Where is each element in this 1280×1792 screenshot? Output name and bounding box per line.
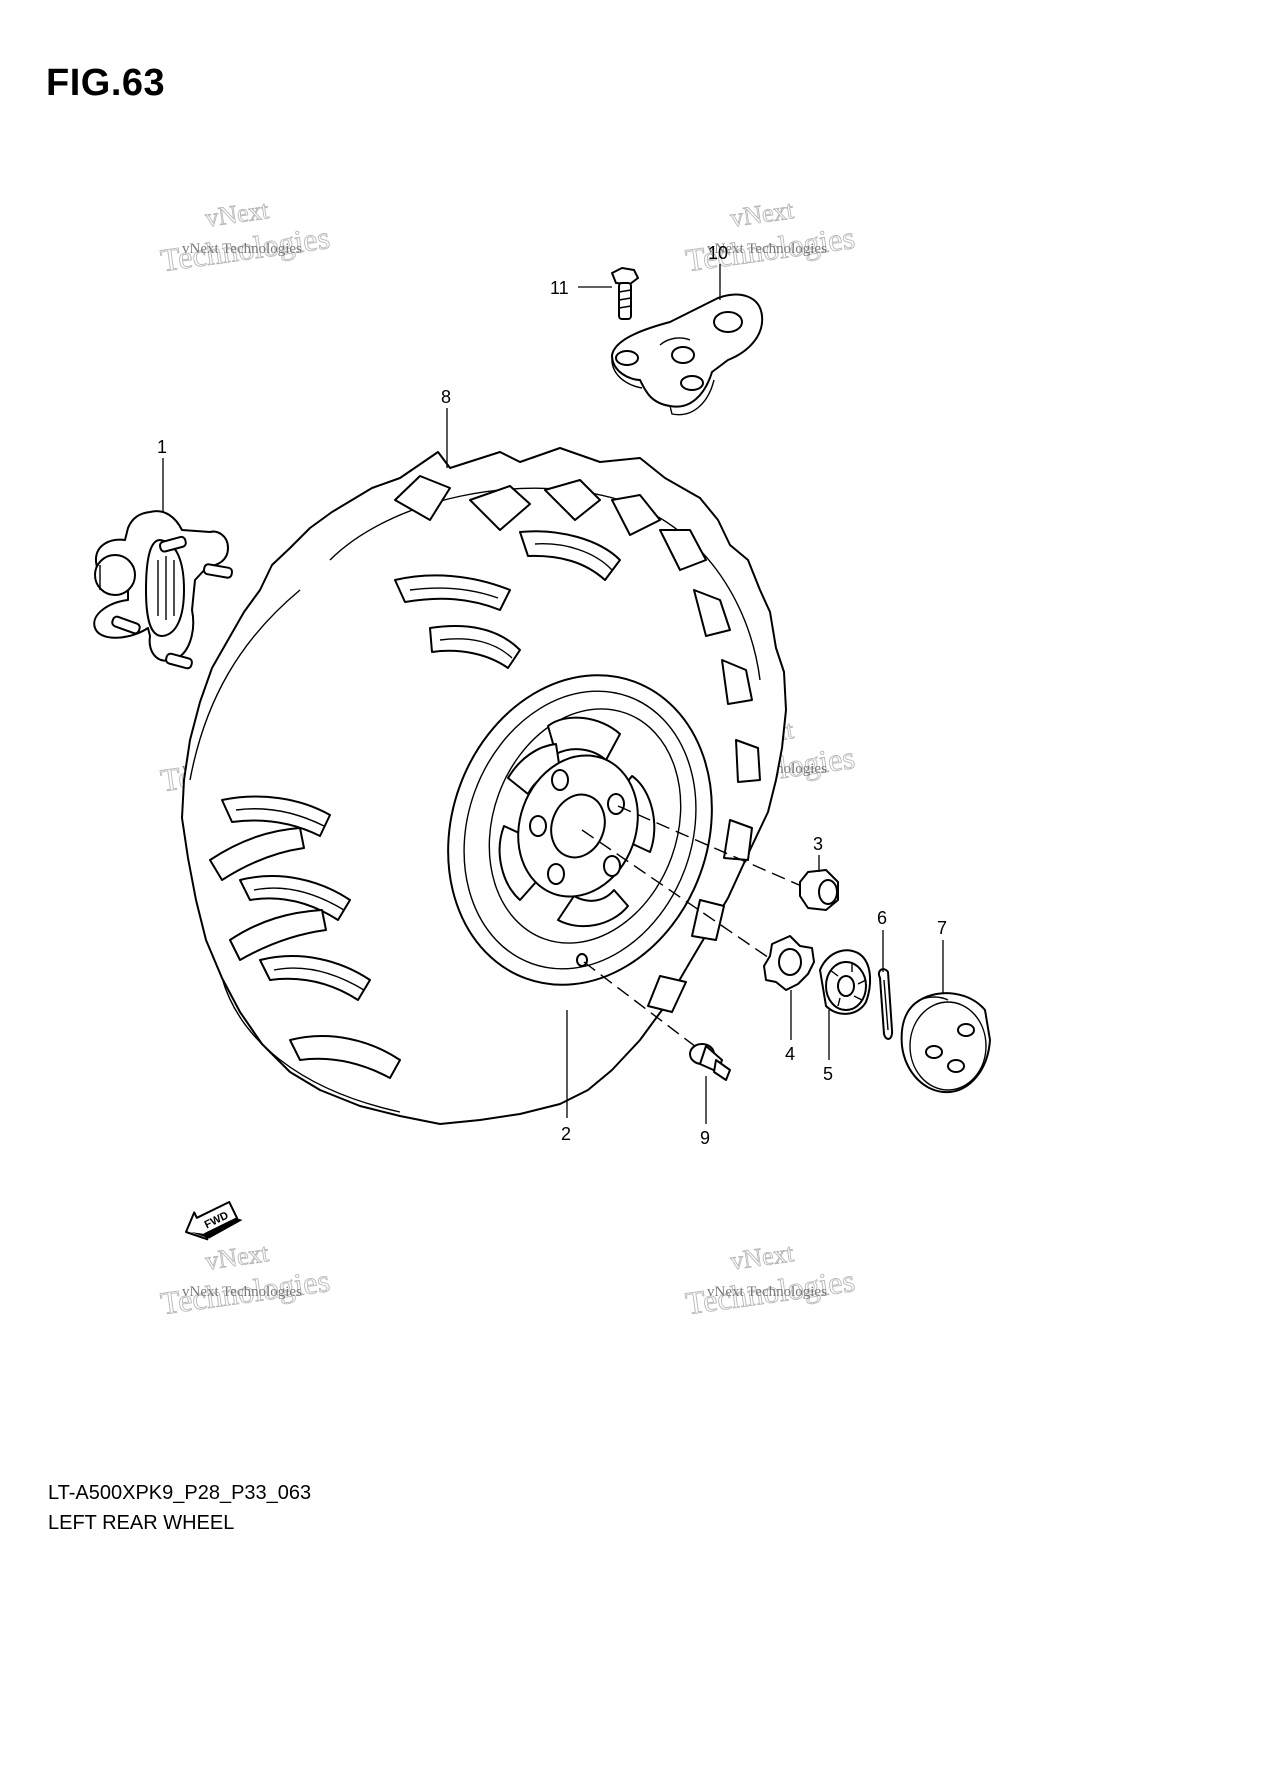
part-10-bracket <box>611 293 764 416</box>
svg-text:vNext: vNext <box>728 195 796 233</box>
watermark: vNext Technologies vNext Technologies <box>683 1238 857 1322</box>
watermark: vNext Technologies vNext Technologies <box>158 1238 332 1322</box>
part-2-rim <box>447 674 713 986</box>
callout-9: 9 <box>700 1128 710 1148</box>
part-1-hub <box>93 510 234 670</box>
model-code: LT-A500XPK9_P28_P33_063 <box>48 1482 312 1504</box>
callout-labels: 1 2 3 4 5 6 7 8 9 10 11 <box>157 243 947 1148</box>
callout-1: 1 <box>157 437 167 457</box>
svg-text:vNext Technologies: vNext Technologies <box>707 1284 827 1300</box>
part-9-valve-stem <box>689 1043 731 1081</box>
callout-3: 3 <box>813 834 823 854</box>
svg-text:vNext Technologies: vNext Technologies <box>707 241 827 257</box>
callout-7: 7 <box>937 918 947 938</box>
svg-text:vNext: vNext <box>203 195 271 233</box>
part-3-nut <box>799 869 839 911</box>
svg-text:vNext Technologies: vNext Technologies <box>182 1284 302 1300</box>
callout-8: 8 <box>441 387 451 407</box>
callout-6: 6 <box>877 908 887 928</box>
figure-title: FIG.63 <box>46 62 166 104</box>
figure-caption: LEFT REAR WHEEL <box>48 1512 235 1534</box>
fwd-arrow-icon: FWD <box>185 1201 243 1241</box>
callout-4: 4 <box>785 1044 795 1064</box>
svg-text:vNext Technologies: vNext Technologies <box>182 241 302 257</box>
part-11-bolt <box>611 267 639 320</box>
svg-text:vNext: vNext <box>203 1238 271 1276</box>
watermark: vNext Technologies vNext Technologies <box>683 195 857 279</box>
part-5-castle-nut <box>819 949 872 1015</box>
part-6-cotter-pin <box>878 968 894 1040</box>
svg-text:vNext: vNext <box>728 1238 796 1276</box>
watermark: vNext Technologies vNext Technologies <box>158 195 332 279</box>
assembly-lines <box>581 805 807 1051</box>
callout-2: 2 <box>561 1124 571 1144</box>
callout-10: 10 <box>708 243 728 263</box>
callout-5: 5 <box>823 1064 833 1084</box>
leader-lines <box>162 264 944 1124</box>
callout-11: 11 <box>550 278 569 298</box>
part-4-washer <box>763 935 815 991</box>
part-7-hub-cap <box>900 992 991 1094</box>
